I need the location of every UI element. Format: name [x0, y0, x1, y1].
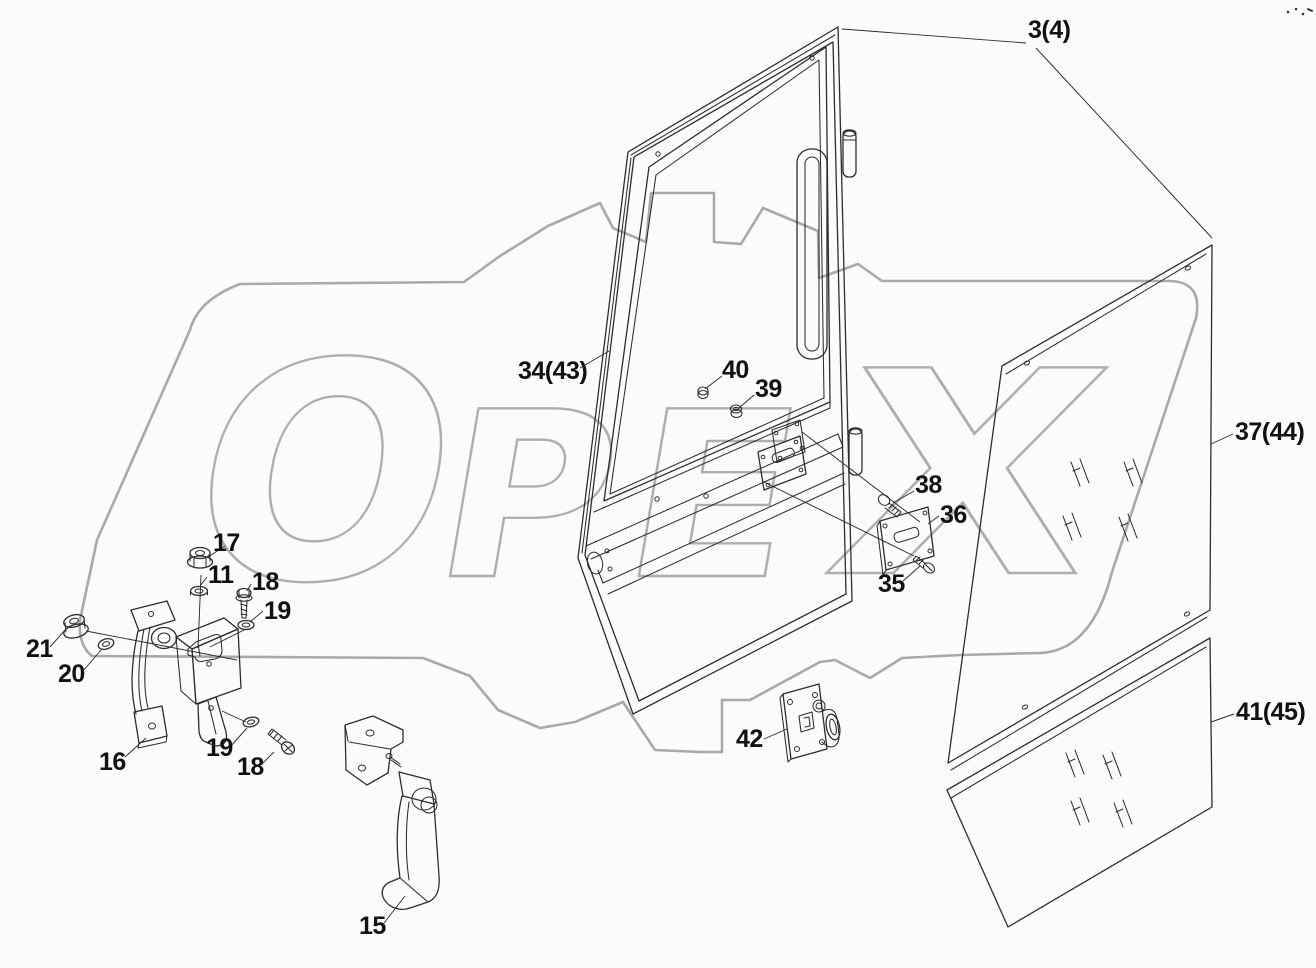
part-label-37-44: 37(44) [1235, 418, 1305, 446]
bolt-40 [697, 386, 709, 400]
leader-21 [49, 628, 67, 648]
leader-19-lower [229, 727, 248, 748]
watermark-text: O P E X [167, 300, 1128, 651]
washer-20 [97, 637, 115, 651]
outer-handle-16 [130, 600, 176, 749]
part-label-38: 38 [915, 471, 942, 499]
glass-panel-lower [946, 637, 1213, 928]
screw-18-upper [235, 587, 253, 619]
part-label-18-upper: 18 [252, 568, 279, 596]
leader-35 [902, 565, 921, 582]
leader-18-lower [260, 751, 275, 766]
locknut-21 [63, 613, 89, 639]
part-label-39: 39 [755, 375, 782, 403]
part-label-19-lower: 19 [206, 734, 233, 762]
part-label-35: 35 [878, 570, 905, 598]
part-label-21: 21 [26, 635, 53, 663]
glass-marks-upper [1062, 458, 1143, 542]
leader-40 [704, 375, 723, 390]
hinge-pin-top [842, 129, 857, 178]
part-label-34-43: 34(43) [518, 357, 588, 385]
nut-17 [186, 546, 214, 569]
part-label-16: 16 [99, 748, 126, 776]
door-latch-42 [779, 683, 841, 763]
leader-16 [124, 737, 147, 758]
leader-41-45 [1210, 713, 1235, 723]
corner-specks [1286, 7, 1314, 16]
part-label-41-45: 41(45) [1236, 698, 1306, 726]
part-label-11: 11 [208, 561, 234, 589]
leader-18-upper [246, 583, 252, 592]
leader-17 [207, 545, 226, 558]
leader-15 [383, 895, 406, 924]
door-mid-rail [585, 401, 844, 560]
leader-36 [927, 515, 940, 525]
glass-marks-lower [1065, 749, 1133, 828]
watermark-letter-x: X [809, 311, 1127, 640]
watermark-letter-o: O [168, 301, 482, 650]
part-label-18-lower: 18 [237, 753, 264, 781]
leader-3-4-a [841, 28, 1027, 44]
watermark-letter-e: E [607, 363, 818, 631]
part-label-19-upper: 19 [264, 597, 291, 625]
door-grab-handle [796, 148, 828, 360]
hinge-pin-bottom [848, 427, 863, 476]
latch-body [150, 617, 242, 747]
screw-18-lower [267, 728, 296, 755]
leader-3-4-b [1035, 47, 1213, 239]
projection-lines [761, 431, 921, 557]
leader-34-43 [579, 350, 610, 369]
washer-19-upper [237, 619, 255, 631]
leader-38 [892, 490, 915, 504]
leader-39 [738, 394, 755, 409]
inner-handle-15 [344, 715, 440, 910]
door-frame [577, 26, 853, 715]
washer-19-lower [242, 716, 260, 728]
nut-39 [729, 404, 743, 419]
part-label-17: 17 [213, 529, 240, 557]
striker-plate-36 [876, 506, 935, 576]
part-label-3-4: 3(4) [1028, 16, 1071, 44]
latch-mounting-plate [757, 435, 807, 491]
bolt-38 [877, 494, 902, 518]
leader-19-upper [249, 610, 264, 623]
leader-20 [82, 649, 102, 672]
leader-lines [49, 28, 1235, 924]
part-label-15: 15 [359, 912, 386, 940]
washer-11 [189, 585, 209, 597]
part-label-40: 40 [722, 356, 749, 384]
glass-panel-upper [947, 244, 1213, 771]
leader-11 [199, 576, 208, 587]
leader-37-44 [1210, 433, 1234, 445]
part-label-20: 20 [58, 660, 85, 688]
leader-42 [763, 728, 788, 740]
part-label-42: 42 [736, 725, 763, 753]
part-label-36: 36 [940, 501, 967, 529]
